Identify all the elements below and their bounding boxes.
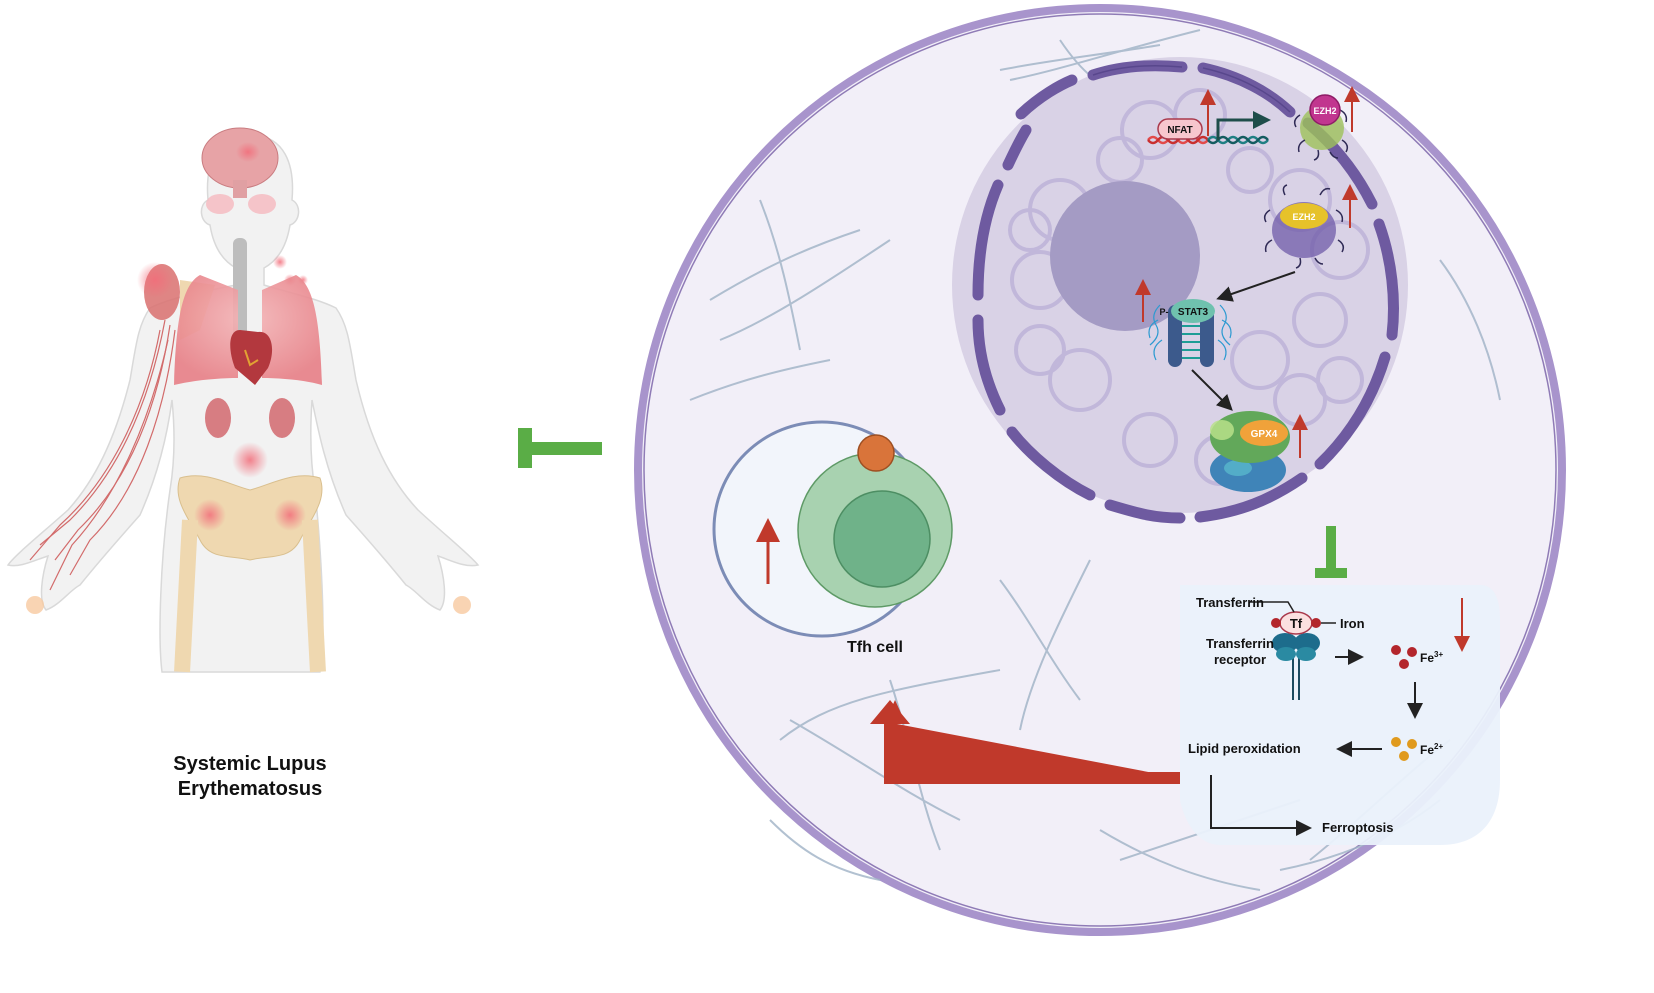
- nfat-dna-complex: NFAT: [1147, 89, 1271, 145]
- kidney-right: [269, 398, 295, 438]
- disease-title-line2: Erythematosus: [177, 778, 323, 800]
- ezh2-chromatin-complex-mid: EZH2: [1263, 184, 1358, 269]
- malar-rash-left: [206, 194, 234, 214]
- stat3-label: STAT3: [1178, 307, 1209, 318]
- lungs: [174, 275, 322, 385]
- nucleolus: [1050, 181, 1200, 331]
- inhibition-symbol-main: [518, 428, 602, 468]
- receptor-label-line1: Transferrin: [1206, 636, 1274, 651]
- human-body-illustration: [6, 127, 480, 673]
- gpx4-protein: [1240, 420, 1288, 446]
- heart: [230, 330, 273, 385]
- pelvis: [177, 475, 323, 561]
- fe2-ions: [1391, 737, 1417, 761]
- nfat-label: NFAT: [1167, 125, 1192, 136]
- receptor-label-line2: receptor: [1214, 652, 1266, 667]
- promotion-arrow-to-tfh: [884, 700, 1180, 778]
- brain-inflammation: [236, 142, 260, 162]
- ezh2-top-label: EZH2: [1313, 106, 1336, 116]
- kidney-left: [205, 398, 231, 438]
- arrow-lipid-to-ferroptosis: [1210, 775, 1312, 836]
- skin-lesion: [273, 255, 287, 269]
- gpx4-label: GPX4: [1251, 429, 1278, 440]
- fingertip-left: [26, 596, 44, 614]
- ferroptosis-panel: Tf Transferrin Iron Transferrin receptor…: [1180, 585, 1500, 845]
- fe3-label: Fe3+: [1420, 650, 1443, 665]
- femur-right: [302, 519, 326, 673]
- ezh2-mid-label: EZH2: [1292, 212, 1315, 222]
- phospho-prefix: P-: [1160, 307, 1169, 317]
- tf-label: Tf: [1290, 616, 1303, 631]
- iron-atom: [1311, 618, 1321, 628]
- bladder-inflammation: [232, 442, 268, 478]
- tfh-cell-panel: Tfh cell: [712, 420, 953, 656]
- coronary-arteries: [244, 349, 259, 367]
- hip-inflammation-left: [194, 499, 226, 531]
- arm-blood-vessels: [29, 319, 176, 591]
- gpx4-complex: GPX4: [1210, 411, 1308, 492]
- tfh-surface-marker: [857, 434, 895, 472]
- transferrin-pointer: [1250, 601, 1295, 613]
- cell: NFAT EZH2: [634, 4, 1566, 936]
- transferrin-receptor: [1272, 633, 1320, 700]
- fe3-ions: [1391, 645, 1417, 669]
- femur-left: [174, 519, 198, 673]
- brainstem: [233, 180, 247, 198]
- hip-inflammation-right: [274, 499, 306, 531]
- tfh-cell-label: Tfh cell: [847, 639, 903, 656]
- nucleus: NFAT EZH2: [952, 57, 1408, 524]
- ezh2-yellow: [1280, 203, 1328, 229]
- malar-rash-right: [248, 194, 276, 214]
- nfat-protein: [1157, 118, 1203, 140]
- iron-label: Iron: [1340, 616, 1365, 631]
- tfh-cell-nucleus: [833, 490, 931, 588]
- ezh2-chromatin-complex-top: EZH2: [1293, 86, 1360, 161]
- iron-atom: [1271, 618, 1281, 628]
- promotion-arrow-to-tfh-shaft: [870, 700, 1180, 784]
- lipid-peroxidation-label: Lipid peroxidation: [1188, 741, 1301, 756]
- stat3-protein: [1171, 299, 1215, 323]
- inhibition-symbol-gpx4: [1315, 526, 1347, 578]
- transferrin-label: Transferrin: [1196, 595, 1264, 610]
- shoulder-inflammation: [137, 262, 173, 298]
- arrow-ezh2-to-stat3: [1216, 271, 1296, 302]
- disease-title-line1: Systemic Lupus: [173, 753, 327, 775]
- fe2-label: Fe2+: [1420, 742, 1443, 757]
- fingertip-right: [453, 596, 471, 614]
- disease-title: Systemic Lupus Erythematosus: [120, 752, 380, 802]
- ezh2-magenta: [1309, 94, 1341, 126]
- transcription-start-arrow: [1216, 111, 1271, 140]
- body-silhouette: [6, 134, 480, 673]
- stat3-complex: STAT3 P-: [1135, 279, 1232, 367]
- ferroptosis-label: Ferroptosis: [1322, 820, 1394, 835]
- arrow-stat3-to-gpx4: [1191, 369, 1233, 411]
